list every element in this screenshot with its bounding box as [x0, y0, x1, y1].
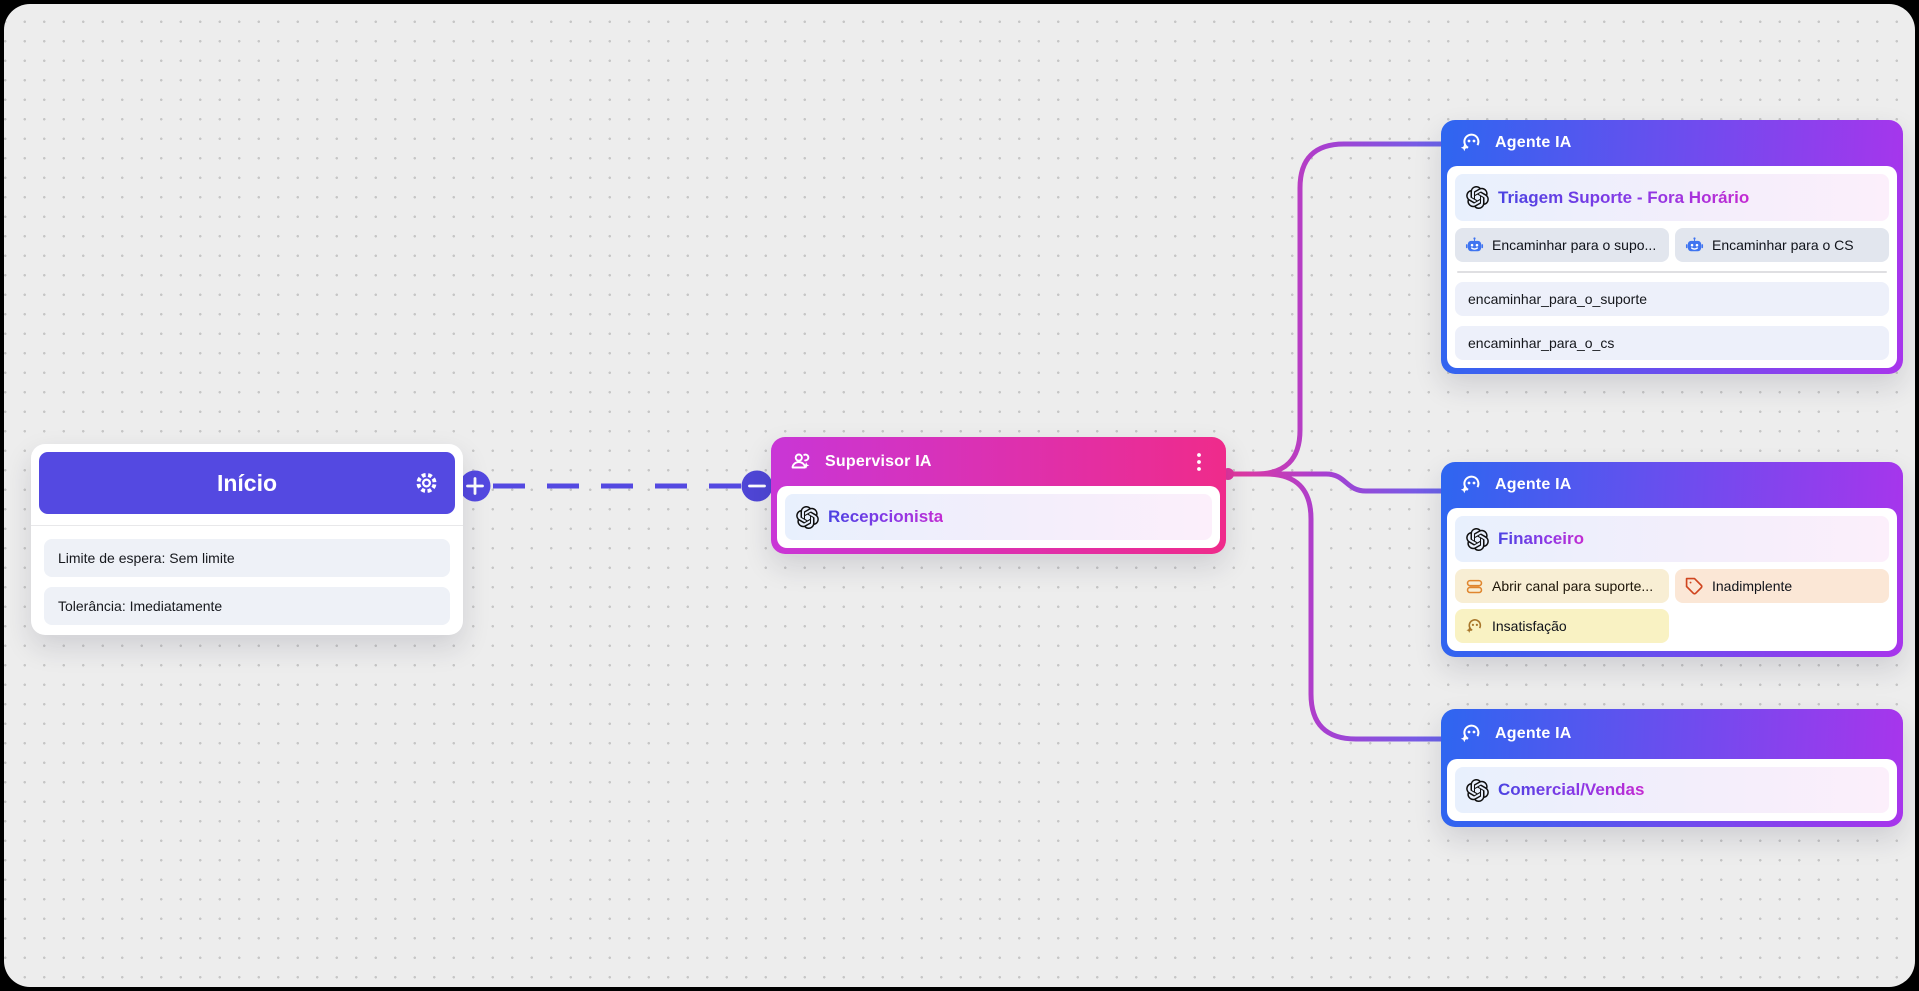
agent-node-header[interactable]: Agente IA: [1447, 709, 1897, 759]
function-row-suporte: encaminhar_para_o_suporte: [1455, 282, 1889, 316]
bot-sparkle-icon: [1459, 722, 1483, 746]
bot-sparkle-icon: [1465, 617, 1484, 636]
tag-chip-abrir-canal[interactable]: Abrir canal para suporte...: [1455, 569, 1669, 603]
agent-node-triagem[interactable]: Agente IA Triagem Suporte - Fora Horário…: [1441, 120, 1903, 374]
agent-node-title: Agente IA: [1495, 134, 1572, 151]
tag-chip-inadimplente[interactable]: Inadimplente: [1675, 569, 1889, 603]
agent-node-header[interactable]: Agente IA: [1447, 120, 1897, 166]
tool-chip-label: Encaminhar para o CS: [1712, 237, 1854, 253]
gear-icon[interactable]: [413, 470, 440, 497]
bot-sparkle-icon: [1459, 131, 1483, 155]
agent-item-label: Comercial/Vendas: [1498, 780, 1645, 799]
tolerance-row: Tolerância: Imediatamente: [44, 587, 450, 625]
edge-supervisor-to-agent-financeiro[interactable]: [1226, 471, 1441, 494]
start-node-header[interactable]: Início: [39, 452, 455, 514]
openai-icon: [1466, 779, 1489, 802]
agent-node-financeiro[interactable]: Agente IA Financeiro Abrir canal para su…: [1441, 462, 1903, 657]
edge-supervisor-to-agent-comercial[interactable]: [1226, 471, 1441, 742]
agent-node-comercial[interactable]: Agente IA Comercial/Vendas: [1441, 709, 1903, 827]
openai-icon: [1466, 528, 1489, 551]
divider: [1457, 271, 1887, 273]
agent-item-label: Triagem Suporte - Fora Horário: [1498, 187, 1750, 207]
agent-item-recepcionista[interactable]: Recepcionista: [785, 494, 1212, 540]
agent-node-title: Agente IA: [1495, 725, 1572, 742]
queue-icon: [1465, 577, 1484, 596]
tag-chip-label: Abrir canal para suporte...: [1492, 578, 1654, 594]
agent-item-triagem[interactable]: Triagem Suporte - Fora Horário: [1455, 174, 1889, 221]
wait-limit-row: Limite de espera: Sem limite: [44, 539, 450, 577]
divider: [31, 525, 463, 526]
tool-chip-encaminhar-suporte[interactable]: Encaminhar para o supo...: [1455, 228, 1669, 262]
supervisor-node-body: Recepcionista: [777, 486, 1220, 548]
edges-layer: [459, 141, 1441, 742]
function-row-cs: encaminhar_para_o_cs: [1455, 326, 1889, 360]
people-sparkle-icon: [789, 450, 813, 474]
agent-item-label: Recepcionista: [828, 507, 944, 526]
start-node[interactable]: Início Limite de espera: Sem limite Tole…: [31, 444, 463, 635]
add-connection-button[interactable]: [459, 470, 491, 502]
tool-chip-encaminhar-cs[interactable]: Encaminhar para o CS: [1675, 228, 1889, 262]
agent-node-title: Agente IA: [1495, 476, 1572, 493]
tag-icon: [1685, 577, 1704, 596]
agent-node-body: Comercial/Vendas: [1447, 759, 1897, 821]
supervisor-node[interactable]: Supervisor IA Recepcionista: [771, 437, 1226, 554]
robot-icon: [1685, 236, 1704, 255]
supervisor-node-title: Supervisor IA: [825, 452, 932, 470]
tool-chip-label: Encaminhar para o supo...: [1492, 237, 1657, 253]
robot-icon: [1465, 236, 1484, 255]
tag-chip-insatisfacao[interactable]: Insatisfação: [1455, 609, 1669, 643]
kebab-menu-icon[interactable]: [1190, 452, 1208, 471]
agent-node-header[interactable]: Agente IA: [1447, 462, 1897, 508]
edge-supervisor-to-agent-triagem[interactable]: [1226, 141, 1441, 477]
agent-node-body: Financeiro Abrir canal para suporte... I…: [1447, 508, 1897, 651]
supervisor-node-header[interactable]: Supervisor IA: [777, 437, 1220, 486]
agent-item-financeiro[interactable]: Financeiro: [1455, 516, 1889, 562]
agent-item-comercial[interactable]: Comercial/Vendas: [1455, 767, 1889, 813]
flow-canvas[interactable]: Início Limite de espera: Sem limite Tole…: [4, 4, 1915, 987]
tag-chip-label: Inadimplente: [1712, 578, 1793, 594]
tag-chip-label: Insatisfação: [1492, 618, 1567, 634]
agent-node-body: Triagem Suporte - Fora Horário Encaminha…: [1447, 166, 1897, 368]
agent-item-label: Financeiro: [1498, 529, 1584, 548]
openai-icon: [796, 506, 819, 529]
bot-sparkle-icon: [1459, 473, 1483, 497]
start-node-title: Início: [216, 469, 278, 496]
start-node-settings: Limite de espera: Sem limite Tolerância:…: [39, 526, 455, 625]
openai-icon: [1466, 186, 1489, 209]
remove-connection-button[interactable]: [741, 470, 773, 502]
